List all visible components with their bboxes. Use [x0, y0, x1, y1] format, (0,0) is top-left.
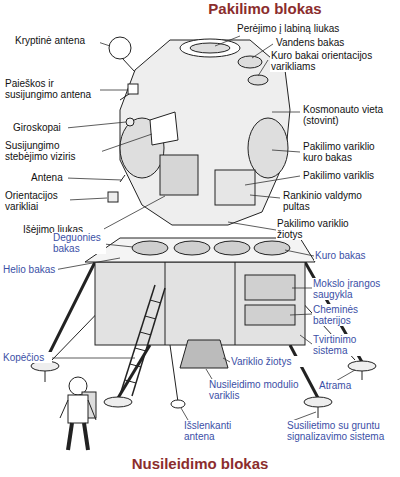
part-label: Kuro bakai orientacijos varikliams: [270, 50, 392, 72]
astronaut-figure: [60, 377, 96, 450]
part-label: Pakilimo variklio žiotys: [276, 218, 372, 240]
section-heading: Nusileidimo blokas: [90, 456, 310, 473]
part-label: Mokslo įrangos saugykla: [312, 278, 396, 300]
part-label: Susilietimo su gruntu signalizavimo sist…: [286, 420, 396, 442]
part-label: Helio bakas: [2, 264, 58, 275]
part-label: Paieškos ir susijungimo antena: [4, 78, 100, 100]
part-label: Perėjimo į labiną liukas: [236, 23, 358, 34]
part-label: Kuro bakas: [314, 250, 374, 261]
part-label: Susijungimo stebėjimo viziris: [4, 140, 102, 162]
part-label: Išslenkanti antena: [183, 420, 253, 442]
part-label: Kopėčios: [2, 352, 52, 363]
part-label: Atrama: [318, 380, 366, 391]
part-label: Pakilimo variklio kuro bakas: [302, 141, 396, 163]
section-heading: Pakilimo blokas: [150, 1, 380, 18]
part-label: Vandens bakas: [275, 37, 355, 48]
part-label: Antena: [30, 172, 68, 183]
part-label: Kryptinė antena: [14, 35, 100, 46]
descent-stage: [31, 238, 376, 418]
part-label: Giroskopai: [12, 122, 68, 133]
part-label: Tvirtinimo sistema: [312, 334, 382, 356]
part-label: Nusileidimo modulio variklis: [208, 379, 300, 401]
part-label: Rankinio valdymo pultas: [282, 190, 382, 212]
part-label: Kosmonauto vieta (stovint): [302, 104, 396, 126]
part-label: Deguonies bakas: [52, 232, 106, 254]
part-label: Variklio žiotys: [230, 356, 310, 367]
part-label: Orientacijos varikliai: [4, 190, 70, 212]
part-label: Pakilimo variklis: [302, 170, 396, 181]
part-label: Cheminės baterijos: [312, 304, 382, 326]
